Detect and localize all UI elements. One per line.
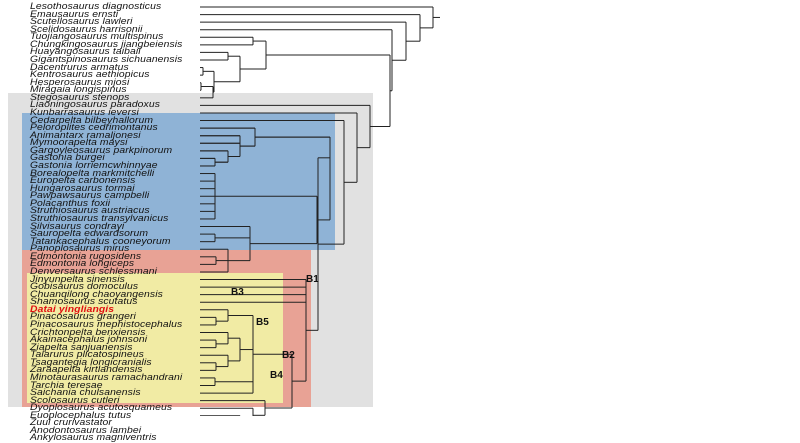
clade-box-nodosauridae xyxy=(22,113,335,250)
taxon-label: Gigantspinosaurus sichuanensis xyxy=(30,53,183,65)
taxon-label: Shamosaurus scutatus xyxy=(30,296,138,308)
taxon-label: Gastonia lorriemcwhinnyae xyxy=(30,159,158,171)
tree-branches xyxy=(200,6,440,416)
taxon-label: Ankylosaurus magniventris xyxy=(30,432,157,443)
taxon-label: Polacanthus foxii xyxy=(30,197,111,209)
taxon-label: Minotaurasaurus ramachandrani xyxy=(30,371,183,383)
taxon-label: Tatankacephalus cooneyorum xyxy=(30,235,171,247)
taxon-label: Gargoyleosaurus parkpinorum xyxy=(30,144,173,156)
taxon-label: Dyoplosaurus acutosquameus xyxy=(30,402,173,414)
taxon-label: Chuanqilong chaoyangensis xyxy=(30,288,163,300)
taxon-label: Kunbarrasaurus ieversi xyxy=(30,106,139,118)
taxon-label: Tsagantegia longicranialis xyxy=(30,356,152,368)
clade-label-b4: B4 xyxy=(270,370,283,381)
taxon-label: Jinyunpelta sinensis xyxy=(30,273,125,285)
taxon-label: Pinacosaurus mephistocephalus xyxy=(30,318,183,330)
taxon-label: Cedarpelta bilbeyhallorum xyxy=(30,114,154,126)
taxon-label: Akainacephalus johnsoni xyxy=(30,334,148,346)
taxon-label: Pawpawsaurus campbelli xyxy=(30,190,150,202)
taxon-label: Miragaia longispinus xyxy=(30,84,127,96)
taxon-label: Chungkingosaurus jiangbeiensis xyxy=(30,38,183,50)
taxon-label: Peloroplites cedrimontanus xyxy=(30,122,158,134)
taxon-label: Scolosaurus cutleri xyxy=(30,394,120,406)
taxon-label: Zaraapelta kirtlandensis xyxy=(30,364,143,376)
taxon-label: Crichtonpelta benxiensis xyxy=(30,326,146,338)
taxon-label: Hesperosaurus mjosi xyxy=(30,76,130,88)
cladogram-tree: B1 B2 B3 B4 B5 xyxy=(200,6,440,416)
taxon-label: Kentrosaurus aethiopicus xyxy=(30,69,150,81)
taxon-label: Europelta carbonensis xyxy=(30,175,136,187)
taxon-label: Sauropelta edwardsorum xyxy=(30,228,149,240)
taxon-label: Edmontonia longiceps xyxy=(30,258,135,270)
taxon-label: Hungarosaurus tormai xyxy=(30,182,135,194)
taxon-label: Stegosaurus stenops xyxy=(30,91,130,103)
taxon-label: Lesothosaurus diagnosticus xyxy=(30,1,162,12)
taxon-label: Datai yingliangis xyxy=(30,303,115,315)
taxon-label: Panoplosaurus mirus xyxy=(30,243,130,255)
clade-label-b5: B5 xyxy=(256,317,269,328)
clade-label-b1: B1 xyxy=(306,274,319,285)
taxon-label: Struthiosaurus transylvanicus xyxy=(30,212,169,224)
taxon-label: Animantarx ramaljonesi xyxy=(30,129,141,141)
taxon-label: Gastonia burgei xyxy=(30,152,105,164)
taxon-label: Emausaurus ernsti xyxy=(30,8,119,20)
taxon-label: Pinacosaurus grangeri xyxy=(30,311,136,323)
taxon-label: Scutellosaurus lawleri xyxy=(30,16,133,28)
clade-label-b2: B2 xyxy=(282,350,295,361)
taxon-label: Gobisaurus domoculus xyxy=(30,281,139,293)
taxon-label: Struthiosaurus austriacus xyxy=(30,205,150,217)
taxon-label: Talarurus plicatospineus xyxy=(30,349,144,361)
taxon-label: Denversaurus schlessmani xyxy=(30,265,157,277)
taxon-label: Liaoningosaurus paradoxus xyxy=(30,99,161,111)
taxon-label: Scelidosaurus harrisonii xyxy=(30,23,143,35)
taxon-label: Huayangosaurus taibaii xyxy=(30,46,141,58)
taxon-label: Dacentrurus armatus xyxy=(30,61,129,73)
taxon-label: Borealopelta markmitchelli xyxy=(30,167,155,179)
taxon-label: Mymoorapelta maysi xyxy=(30,137,128,149)
clade-label-b3: B3 xyxy=(231,287,244,298)
taxon-label: Silvisaurus condrayi xyxy=(30,220,125,232)
taxon-label: Ziapelta sanjuanensis xyxy=(30,341,133,353)
taxon-label: Saichania chulsanensis xyxy=(30,387,141,399)
taxon-label: Euoplocephalus tutus xyxy=(30,409,132,421)
taxon-label: Tuojiangosaurus multispinus xyxy=(30,31,164,43)
taxon-label: Edmontonia rugosidens xyxy=(30,250,142,262)
taxon-label: Tarchia teresae xyxy=(30,379,103,391)
